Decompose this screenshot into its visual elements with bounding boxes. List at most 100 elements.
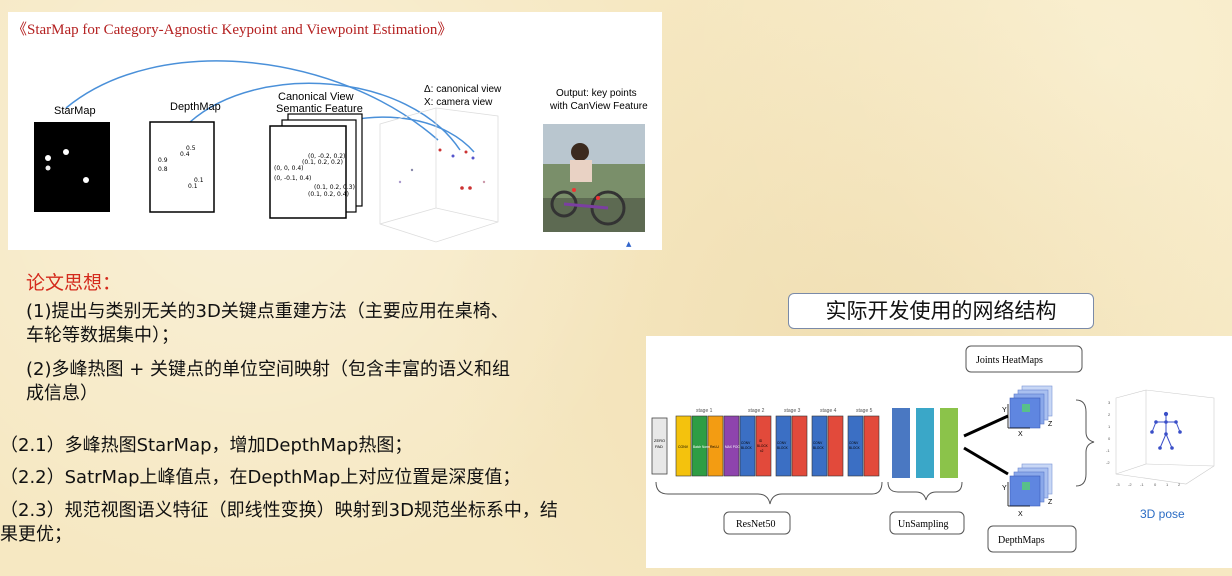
depth-value: 0.1 bbox=[188, 183, 198, 190]
starmap-figure: StarMap DepthMap Canonical View Semantic… bbox=[8, 12, 662, 250]
canon-value: (0, -0.1, 0.4) bbox=[274, 175, 311, 182]
triangle-marker: ▲ bbox=[626, 240, 632, 248]
axis-x: X bbox=[1018, 431, 1023, 438]
id-text: x2 bbox=[760, 449, 764, 453]
depthmaps-stack bbox=[1009, 463, 1053, 507]
starmap-peak bbox=[45, 165, 51, 171]
resnet-label-box bbox=[723, 511, 791, 535]
arc-starmap bbox=[65, 60, 439, 141]
stage1-batchnorm-block bbox=[691, 415, 708, 477]
block-texts: CONV BLOCK ID BLOCK x2 CONV BLOCK CONV B… bbox=[741, 439, 861, 453]
upsampling-label-box bbox=[889, 511, 965, 535]
canon-value: (0, -0.2, 0.2) bbox=[308, 153, 345, 160]
svg-text:1: 1 bbox=[1108, 424, 1111, 429]
output-label-1: Output: key points bbox=[556, 88, 637, 99]
conv-text: CONV bbox=[777, 441, 787, 445]
id-text: BLOCK bbox=[757, 444, 769, 448]
depth-value: 0.9 bbox=[158, 157, 168, 164]
canonical-label-2: Semantic Feature bbox=[276, 103, 363, 115]
arrow-to-heatmaps bbox=[963, 414, 1009, 438]
network-diagram: ZERO PAD stage 1 CONV Batch Norm ReLU MA… bbox=[651, 345, 1215, 553]
pose-skeleton bbox=[1150, 411, 1182, 450]
conv-text: BLOCK bbox=[849, 446, 861, 450]
starmap-peak bbox=[45, 155, 51, 161]
stage-label: stage 3 bbox=[784, 408, 801, 414]
stage-2: stage 2 bbox=[739, 408, 772, 477]
detail-2-3-line-b: 果更优； bbox=[0, 524, 72, 545]
conv-text: BLOCK bbox=[741, 446, 753, 450]
svg-text:3: 3 bbox=[1108, 400, 1111, 405]
stage-3: stage 3 bbox=[775, 408, 808, 477]
stage1-relu-block bbox=[707, 415, 724, 477]
resnet-label: ResNet50 bbox=[736, 519, 775, 530]
id-text: ID bbox=[759, 439, 763, 443]
pose-label: 3D pose bbox=[1140, 507, 1185, 521]
heatmaps-axes: Y X Z bbox=[1002, 404, 1053, 438]
axis-x: X bbox=[1018, 511, 1023, 518]
idea-2-line-a: (2)多峰热图 + 关键点的单位空间映射（包含丰富的语义和组 bbox=[26, 359, 511, 380]
svg-text:-2: -2 bbox=[1128, 482, 1132, 487]
depth-value: 0.8 bbox=[158, 166, 168, 173]
heatmaps-stack bbox=[1009, 385, 1053, 429]
conv-text: BLOCK bbox=[813, 446, 825, 450]
axis-z: Z bbox=[1048, 499, 1053, 506]
axis-y: Y bbox=[1002, 485, 1007, 492]
stage-1-label: stage 1 bbox=[696, 408, 713, 414]
depthmap-box bbox=[149, 121, 215, 213]
conv-text: CONV bbox=[741, 441, 751, 445]
heatmaps-label: Joints HeatMaps bbox=[976, 355, 1043, 366]
id-block bbox=[755, 415, 772, 477]
zero-pad-label: PAD bbox=[655, 444, 663, 449]
stage1-relu-text: ReLU bbox=[710, 445, 719, 449]
resnet-brace bbox=[655, 481, 883, 505]
stage1-conv-block bbox=[675, 415, 692, 477]
stage-label: stage 4 bbox=[820, 408, 837, 414]
conv-text: CONV bbox=[813, 441, 823, 445]
depthmaps-axes: Y X Z bbox=[1002, 482, 1053, 518]
starmap-heatmap bbox=[34, 122, 110, 212]
detail-2-2: （2.2）SatrMap上峰值点，在DepthMap上对应位置是深度值； bbox=[0, 467, 521, 488]
depthmaps-label-box bbox=[987, 525, 1077, 553]
svg-text:2: 2 bbox=[1108, 412, 1111, 417]
canonical-box bbox=[269, 125, 347, 219]
pose-3d-plot bbox=[1115, 389, 1215, 485]
stage-5: stage 5 bbox=[847, 408, 880, 477]
depth-value: 0.1 bbox=[194, 177, 204, 184]
stage1-bn-text: Batch Norm bbox=[693, 445, 710, 449]
idea-1-line-b: 车轮等数据集中）； bbox=[26, 325, 179, 346]
detail-2-3-line-a: （2.3）规范视图语义特征（即线性变换）映射到3D规范坐标系中，结 bbox=[0, 500, 558, 521]
upsample-block bbox=[916, 408, 934, 478]
idea-2-line-b: 成信息） bbox=[26, 383, 98, 404]
id-block bbox=[863, 415, 880, 477]
starmap-label: StarMap bbox=[54, 105, 96, 117]
starmap-peak bbox=[63, 149, 69, 155]
svg-text:-1: -1 bbox=[1140, 482, 1144, 487]
id-block bbox=[791, 415, 808, 477]
conv-block bbox=[775, 415, 792, 477]
starmap-peak bbox=[83, 177, 89, 183]
detail-2-1: （2.1）多峰热图StarMap，增加DepthMap热图； bbox=[0, 435, 413, 456]
svg-text:0: 0 bbox=[1108, 436, 1111, 441]
conv-text: CONV bbox=[849, 441, 859, 445]
stage1-conv-text: CONV bbox=[678, 445, 689, 449]
depth-value: 0.5 bbox=[186, 145, 196, 152]
depthmaps-label: DepthMaps bbox=[998, 535, 1045, 546]
section-title: 论文思想： bbox=[26, 272, 122, 294]
arrow-to-depthmaps bbox=[963, 446, 1009, 476]
zero-pad-label: ZERO bbox=[654, 438, 665, 443]
canon-value: (0.1, 0.2, 0.3) bbox=[314, 184, 355, 191]
output-label-2: with CanView Feature bbox=[549, 101, 648, 112]
conv-text: BLOCK bbox=[777, 446, 789, 450]
canon-value: (0, 0, 0.4) bbox=[274, 165, 304, 172]
upsample-block bbox=[940, 408, 958, 478]
upsampling-brace bbox=[887, 481, 963, 501]
idea-1-line-a: (1)提出与类别无关的3D关键点重建方法（主要应用在桌椅、 bbox=[26, 301, 509, 322]
conv-block bbox=[739, 415, 756, 477]
conv-block bbox=[847, 415, 864, 477]
zero-pad-block bbox=[651, 417, 668, 475]
depthmap-label: DepthMap bbox=[170, 101, 221, 113]
canonical-label-1: Canonical View bbox=[278, 91, 354, 103]
upsample-block bbox=[892, 408, 910, 478]
depth-value: 0.4 bbox=[180, 151, 190, 158]
